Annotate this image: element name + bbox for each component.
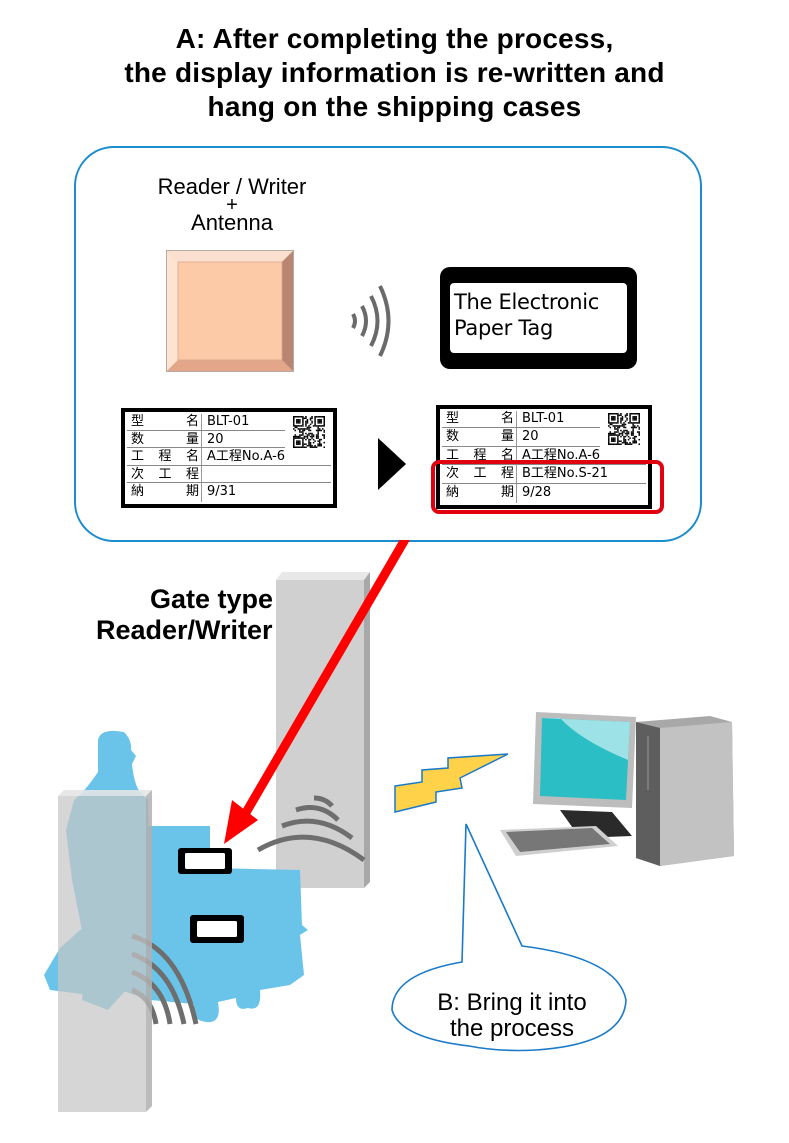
label-key: 次工程 bbox=[131, 466, 199, 483]
label-key-char: 量 bbox=[185, 431, 199, 447]
desktop-computer-icon bbox=[500, 712, 734, 866]
label-key: 型名 bbox=[446, 410, 514, 427]
label-value: 9/28 bbox=[522, 484, 552, 500]
label-key-char: 名 bbox=[185, 449, 199, 465]
label-key-char: 名 bbox=[500, 447, 514, 463]
label-key-char: 工 bbox=[158, 466, 172, 482]
label-row-divider bbox=[442, 445, 600, 447]
antenna-icon bbox=[166, 250, 294, 372]
title-line-1: A: After completing the process, bbox=[175, 23, 614, 54]
label-key-char: 名 bbox=[500, 411, 514, 426]
epaper-line-1: The Electronic bbox=[454, 290, 600, 314]
bubble-text: B: Bring it into the process bbox=[402, 990, 622, 1042]
label-key-char: 数 bbox=[446, 429, 460, 445]
label-key-char: 程 bbox=[473, 447, 487, 463]
label-row: 工程名 A工程No.A-6 bbox=[440, 447, 648, 464]
label-key: 数量 bbox=[131, 431, 199, 448]
diagram-title: A: After completing the process, the dis… bbox=[0, 22, 789, 124]
bubble-line-2: the process bbox=[449, 1015, 575, 1042]
label-key-char: 納 bbox=[131, 484, 145, 500]
label-key-char: 工 bbox=[131, 449, 145, 465]
scene bbox=[44, 540, 734, 1112]
label-row-divider bbox=[127, 464, 331, 466]
label-key-char: 程 bbox=[500, 466, 514, 482]
gate-label-line-2: Reader/Writer bbox=[96, 615, 273, 645]
label-key-char: 工 bbox=[473, 466, 487, 482]
label-key: 納期 bbox=[131, 483, 199, 500]
label-key-char: 次 bbox=[446, 466, 460, 482]
reader-writer-label: Reader / Writer + Antenna bbox=[132, 176, 332, 234]
label-divider bbox=[516, 411, 517, 503]
label-key-char: 期 bbox=[500, 484, 514, 500]
label-key-char: 数 bbox=[131, 431, 145, 447]
arrow-right-icon bbox=[378, 438, 406, 490]
label-row: 次工程 bbox=[125, 466, 333, 483]
qr-code-icon bbox=[608, 413, 640, 445]
label-value: 20 bbox=[207, 431, 224, 447]
label-key-char: 納 bbox=[446, 484, 460, 500]
label-row-divider bbox=[127, 447, 285, 449]
label-key: 型名 bbox=[131, 413, 199, 430]
label-key: 数量 bbox=[446, 428, 514, 445]
speech-bubble bbox=[391, 823, 627, 1052]
label-key-char: 期 bbox=[185, 484, 199, 500]
label-value: B工程No.S-21 bbox=[522, 466, 608, 482]
gate-label-line-1: Gate type bbox=[150, 584, 274, 614]
label-row: 次工程 B工程No.S-21 bbox=[440, 465, 648, 482]
label-row: 工程名 A工程No.A-6 bbox=[125, 448, 333, 465]
label-row-divider bbox=[127, 482, 331, 484]
label-key: 次工程 bbox=[446, 465, 514, 482]
label-key: 工程名 bbox=[131, 448, 199, 465]
label-key-char: 型 bbox=[131, 414, 145, 429]
plus-sign: + bbox=[226, 194, 238, 216]
label-key-char: 程 bbox=[185, 466, 199, 482]
label-value: A工程No.A-6 bbox=[207, 449, 286, 465]
label-divider bbox=[201, 414, 202, 502]
label-key-char: 量 bbox=[500, 429, 514, 445]
label-value: BLT-01 bbox=[522, 411, 565, 426]
label-value: 9/31 bbox=[207, 484, 237, 500]
qr-code-icon bbox=[293, 416, 325, 448]
epaper-line-2: Paper Tag bbox=[454, 316, 553, 340]
updated-fields-highlight bbox=[431, 460, 664, 514]
label-value: 20 bbox=[522, 429, 539, 445]
bubble-line-1: B: Bring it into bbox=[437, 989, 587, 1016]
label-key: 納期 bbox=[446, 484, 514, 501]
label-key-char: 名 bbox=[185, 414, 199, 429]
reader-writer-text: Reader / Writer bbox=[157, 174, 307, 199]
label-key: 工程名 bbox=[446, 447, 514, 464]
electronic-paper-tag: The Electronic Paper Tag bbox=[440, 267, 637, 369]
label-row-divider bbox=[442, 427, 600, 429]
label-key-char: 工 bbox=[446, 447, 460, 463]
gate-waves-right-icon bbox=[256, 795, 366, 863]
lightning-icon bbox=[394, 753, 509, 813]
gate-pillar-left bbox=[58, 790, 152, 1112]
title-line-2: the display information is re-written an… bbox=[124, 57, 665, 88]
red-arrow bbox=[224, 540, 410, 844]
wireless-waves-icon bbox=[351, 285, 391, 357]
label-row-divider bbox=[442, 464, 646, 466]
label-value: A工程No.A-6 bbox=[522, 447, 601, 463]
epaper-screen: The Electronic Paper Tag bbox=[450, 283, 627, 353]
antenna-text: Antenna bbox=[191, 210, 273, 235]
label-key-char: 型 bbox=[446, 411, 460, 426]
label-row-divider bbox=[442, 482, 646, 484]
gate-type-label: Gate type Reader/Writer bbox=[96, 584, 273, 646]
label-key-char: 程 bbox=[158, 449, 172, 465]
label-key-char: 次 bbox=[131, 466, 145, 482]
title-line-3: hang on the shipping cases bbox=[207, 91, 582, 122]
label-value: BLT-01 bbox=[207, 414, 250, 429]
label-row-divider bbox=[127, 429, 285, 431]
